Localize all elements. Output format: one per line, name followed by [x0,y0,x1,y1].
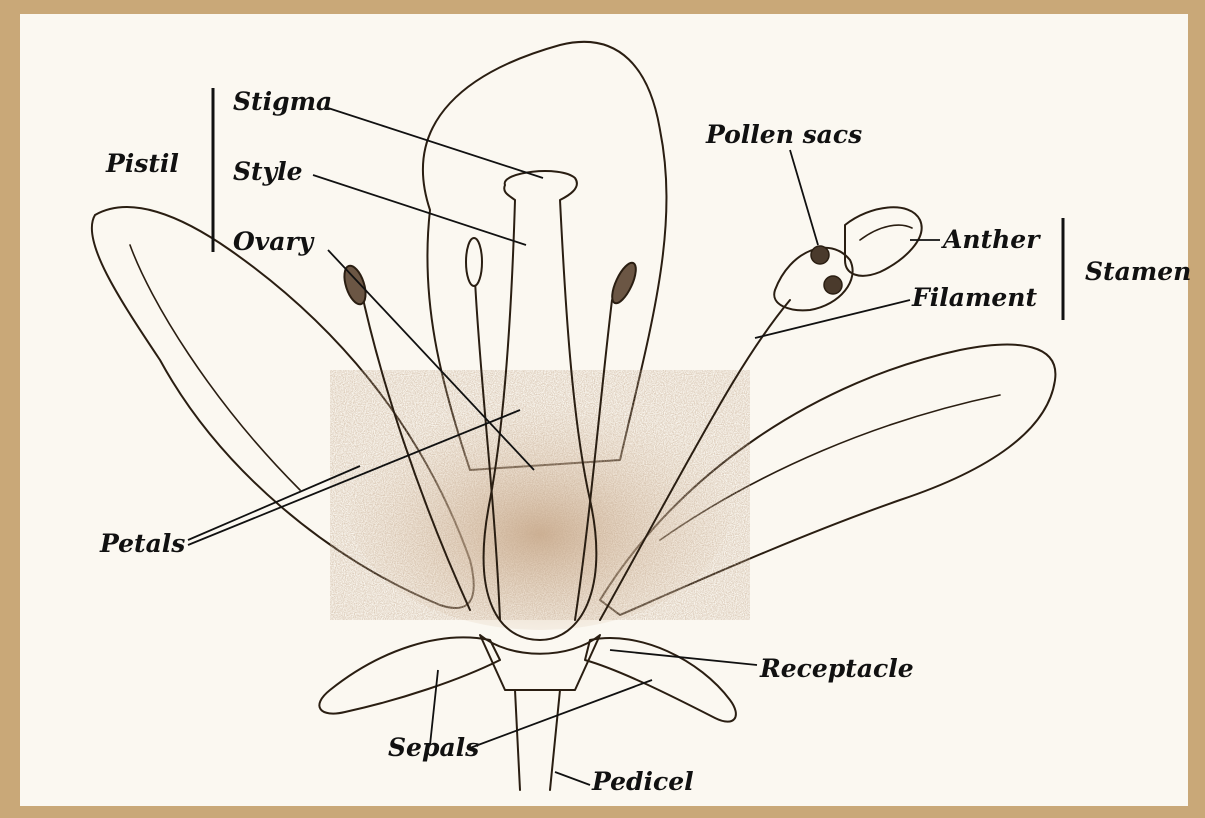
label-stamen: Stamen [1085,257,1191,286]
label-petals: Petals [99,529,185,558]
label-pedicel: Pedicel [591,767,694,796]
label-filament: Filament [911,283,1037,312]
label-pollen-sacs: Pollen sacs [705,120,862,149]
stamen-anther-2 [466,238,482,286]
label-stigma: Stigma [233,87,332,116]
label-sepals: Sepals [388,733,479,762]
label-pistil: Pistil [105,149,179,178]
pollen-sac-1 [811,246,829,264]
label-anther: Anther [941,225,1041,254]
label-style: Style [233,157,303,186]
label-receptacle: Receptacle [759,654,914,683]
pollen-sac-2 [824,276,842,294]
label-ovary: Ovary [233,227,315,256]
